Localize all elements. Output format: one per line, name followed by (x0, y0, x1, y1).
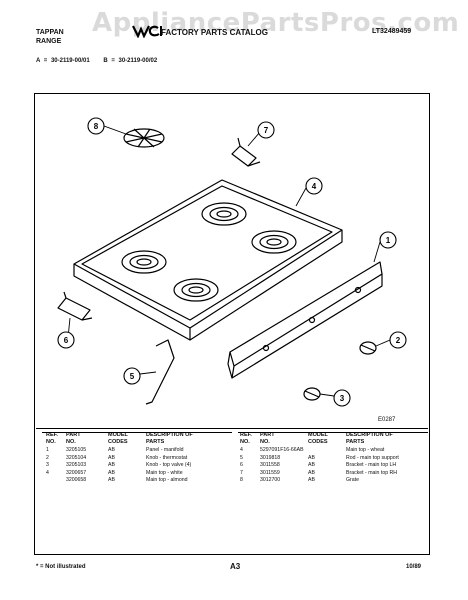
svg-text:8: 8 (94, 122, 99, 131)
header-rule (42, 432, 232, 433)
header-description: DESCRIPTION OF PARTS (346, 432, 393, 445)
print-date: 10/89 (406, 564, 422, 570)
bracket-rh-drawing (231, 137, 261, 167)
callout-3: 3 (333, 389, 351, 407)
header-ref-no: REF. NO. (240, 432, 252, 445)
callout-2: 2 (389, 331, 407, 349)
support-rod-drawing (145, 339, 175, 405)
main-top-drawing (73, 179, 343, 341)
callout-4: 4 (305, 177, 323, 195)
content-frame (34, 93, 430, 555)
header-part-no: PART NO. (66, 432, 81, 445)
knob-top-valve-drawing (303, 387, 321, 401)
manifold-panel-drawing (227, 261, 383, 379)
knob-thermostat-drawing (359, 341, 377, 355)
brand-block: TAPPAN RANGE (36, 28, 64, 46)
callout-1: 1 (379, 231, 397, 249)
parts-table-left: REF. NO. PART NO. MODEL CODES DESCRIPTIO… (42, 429, 232, 485)
header-model-codes: MODEL CODES (308, 432, 328, 445)
callout-6: 6 (57, 331, 75, 349)
catalog-id: LT32489459 (372, 28, 412, 35)
table-header: REF. NO. PART NO. MODEL CODES DESCRIPTIO… (238, 429, 428, 447)
table-header: REF. NO. PART NO. MODEL CODES DESCRIPTIO… (42, 429, 232, 447)
diagram-code: E0287 (378, 417, 396, 423)
svg-text:7: 7 (264, 126, 269, 135)
svg-text:2: 2 (396, 336, 401, 345)
svg-text:3: 3 (340, 394, 345, 403)
exploded-parts-diagram: 8 7 4 1 2 3 6 (57, 117, 407, 407)
parts-table-right: REF. NO. PART NO. MODEL CODES DESCRIPTIO… (238, 429, 428, 485)
model-list: A = 30-2119-00/01 B = 30-2119-00/02 (36, 58, 167, 64)
model-b: B = 30-2119-00/02 (103, 58, 158, 64)
footnote: * = Not illustrated (36, 564, 86, 570)
product-type: RANGE (36, 38, 62, 45)
header-ref-no: REF. NO. (46, 432, 58, 445)
model-a: A = 30-2119-00/01 (36, 58, 90, 64)
svg-text:6: 6 (64, 336, 69, 345)
wci-logo (132, 25, 162, 38)
page-number: A3 (230, 562, 241, 571)
svg-text:5: 5 (130, 372, 135, 381)
svg-text:4: 4 (312, 182, 317, 191)
catalog-title: FACTORY PARTS CATALOG (161, 28, 268, 37)
bracket-lh-drawing (57, 291, 93, 321)
header-description: DESCRIPTION OF PARTS (146, 432, 193, 445)
callout-5: 5 (123, 367, 141, 385)
brand-name: TAPPAN (36, 29, 64, 36)
header-part-no: PART NO. (260, 432, 275, 445)
grate-drawing (123, 128, 165, 148)
header-rule (238, 432, 428, 433)
callout-8: 8 (87, 117, 105, 135)
header-model-codes: MODEL CODES (108, 432, 128, 445)
svg-text:1: 1 (386, 236, 391, 245)
parts-table: REF. NO. PART NO. MODEL CODES DESCRIPTIO… (36, 428, 428, 483)
callout-7: 7 (257, 121, 275, 139)
watermark: AppliancePartsPros.com (92, 8, 460, 38)
